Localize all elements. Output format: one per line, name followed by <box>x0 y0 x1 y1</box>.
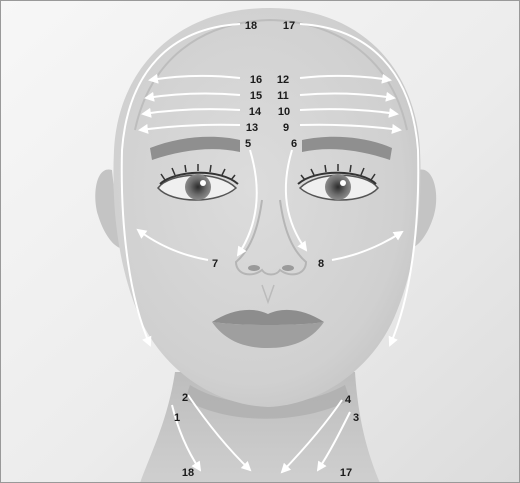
label-15: 15 <box>250 90 262 102</box>
label-5: 5 <box>245 138 251 150</box>
left-nostril <box>248 265 260 271</box>
label-6: 6 <box>291 138 297 150</box>
label-9: 9 <box>283 122 289 134</box>
label-13: 13 <box>246 122 258 134</box>
label-2: 2 <box>182 392 188 404</box>
label-18-bottom: 18 <box>182 467 194 479</box>
label-16: 16 <box>250 74 262 86</box>
label-14: 14 <box>249 106 262 118</box>
label-10: 10 <box>278 106 290 118</box>
label-17-bottom: 17 <box>340 467 352 479</box>
label-11: 11 <box>277 90 289 102</box>
label-12: 12 <box>277 74 289 86</box>
label-18-top: 18 <box>245 20 257 32</box>
label-7: 7 <box>212 258 218 270</box>
label-17-top: 17 <box>283 20 295 32</box>
label-1: 1 <box>174 412 180 424</box>
label-8: 8 <box>318 258 324 270</box>
label-4: 4 <box>345 394 352 406</box>
right-nostril <box>282 265 294 271</box>
label-3: 3 <box>353 412 359 424</box>
